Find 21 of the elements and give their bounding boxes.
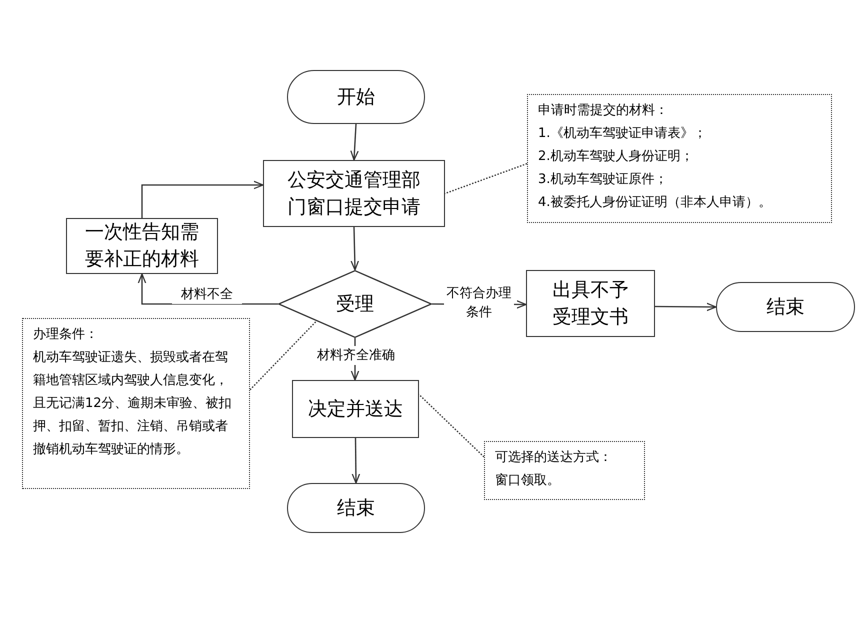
leader-line (418, 394, 484, 458)
arrow (350, 226, 360, 271)
arrow (352, 438, 360, 484)
process-box: 一次性告知需要补正的材料 (66, 218, 218, 274)
note-box: 可选择的送达方式： 窗口领取。 (484, 441, 645, 500)
leader-line (444, 163, 528, 194)
end-terminal: 结束 (716, 282, 855, 332)
start-terminal: 开始 (287, 70, 425, 124)
process-box: 决定并送达 (292, 380, 419, 438)
arrow (138, 273, 278, 305)
decision-diamond: 受理 (278, 270, 432, 338)
note-box: 办理条件： 机动车驾驶证遗失、损毁或者在驾籍地管辖区域内驾驶人信息变化，且无记满12分、逾期未审验、被扣押、扣留、暂扣、注销、吊销或者撤销机动车驾驶证的情形。 (22, 318, 250, 489)
process-box: 公安交通管理部门窗口提交申请 (263, 160, 445, 227)
end-terminal: 结束 (287, 483, 425, 533)
arrow (655, 302, 717, 312)
note-box: 申请时需提交的材料： 1.《机动车驾驶证申请表》； 2.机动车驾驶人身份证明； 3.机动车驾驶证原件； 4.被委托人身份证证明（非本人申请）。 (527, 94, 832, 223)
edge-label: 材料不全 (172, 285, 242, 304)
leader-line (250, 320, 317, 390)
arrow (350, 124, 359, 161)
process-box: 出具不予受理文书 (526, 270, 655, 337)
arrow (141, 180, 264, 218)
